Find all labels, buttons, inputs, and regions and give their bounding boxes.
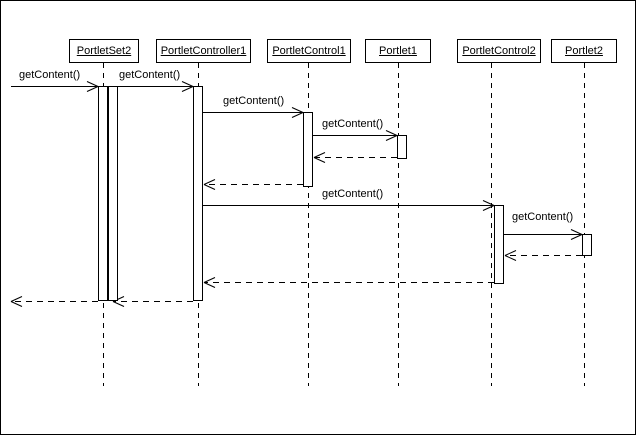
message-label-msg-3: getContent() [223,95,285,107]
arrowhead-msg-12 [10,301,23,307]
lifeline-label-portletcontrol1: PortletControl1 [272,44,346,57]
arrowhead-msg-2 [181,81,194,87]
arrowhead-msg-11 [112,301,125,307]
arrowhead-msg-5 [313,157,326,163]
arrowhead-msg-1 [86,86,99,92]
lifeline-label-portlet1: Portlet1 [379,44,417,57]
arrowhead-msg-3 [291,107,304,113]
arrowhead-msg-12 [10,296,23,302]
lifeline-box-portlet1[interactable]: Portlet1 [365,39,431,63]
activation-bar-portletcontroller1[interactable] [193,86,203,301]
arrowhead-msg-6 [203,184,216,190]
lifeline-dashed-lines [103,63,585,386]
message-label-msg-2: getContent() [119,69,181,81]
lifeline-label-portletcontrol2: PortletControl2 [462,44,536,57]
message-arrows [10,81,583,307]
arrowhead-msg-7 [482,200,495,206]
arrowhead-msg-4 [385,135,398,141]
activation-bar-portletcontrol1[interactable] [303,112,313,187]
lifeline-label-portlet2: Portlet2 [565,44,603,57]
arrowhead-msg-1 [86,81,99,87]
arrowhead-msg-5 [313,152,326,158]
arrowhead-msg-3 [291,112,304,118]
message-label-msg-7: getContent() [322,188,384,200]
arrowhead-msg-10 [203,277,216,283]
message-label-msg-4: getContent() [322,118,384,130]
activation-bar-portlet2[interactable] [582,234,592,256]
arrowhead-msg-6 [203,179,216,185]
lifeline-label-portletcontroller1: PortletController1 [160,44,247,57]
activation-bar-portletcontrol2[interactable] [494,205,504,284]
lifeline-box-portletcontrol2[interactable]: PortletControl2 [457,39,541,63]
arrowhead-msg-2 [181,86,194,92]
arrowhead-msg-8 [570,229,583,235]
lifeline-box-portletset2[interactable]: PortletSet2 [69,39,139,63]
arrowhead-msg-8 [570,234,583,240]
lifeline-label-portletset2: PortletSet2 [76,44,132,57]
lifeline-box-portletcontrol1[interactable]: PortletControl1 [267,39,351,63]
activation-bar-portletset2[interactable] [98,86,108,301]
activation-bar-portletset2[interactable] [108,86,118,301]
arrowhead-msg-7 [482,205,495,211]
activation-bar-portlet1[interactable] [397,135,407,159]
arrowhead-msg-9 [504,250,517,256]
arrowhead-msg-9 [504,255,517,261]
arrowhead-msg-4 [385,130,398,136]
message-label-msg-1: getContent() [19,69,81,81]
arrowhead-msg-10 [203,282,216,288]
message-label-msg-8: getContent() [512,211,574,223]
lifeline-box-portletcontroller1[interactable]: PortletController1 [156,39,251,63]
lifeline-box-portlet2[interactable]: Portlet2 [551,39,617,63]
